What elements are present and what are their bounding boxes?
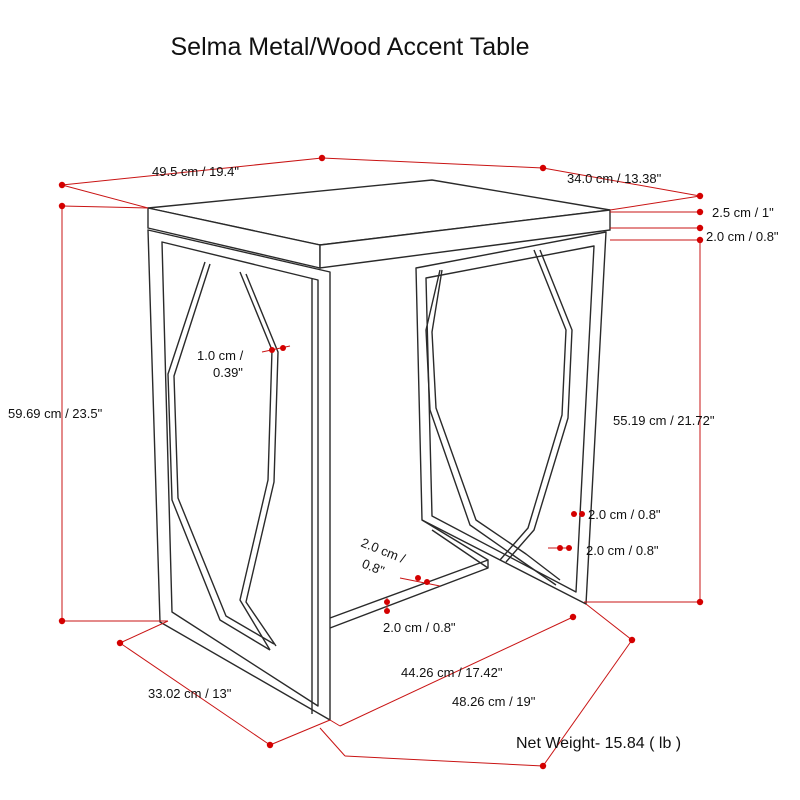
dimension-lines xyxy=(58,154,704,770)
back-side-frame xyxy=(415,231,607,605)
net-weight: Net Weight- 15.84 ( lb ) xyxy=(516,735,681,752)
dimension-labels: 49.5 cm / 19.4" 34.0 cm / 13.38" 2.5 cm … xyxy=(8,164,779,709)
label-base-outer-width: 48.26 cm / 19" xyxy=(452,694,536,709)
label-frame-angled-line2: 0.8" xyxy=(360,556,387,579)
base-rail xyxy=(329,519,489,629)
label-top-width: 49.5 cm / 19.4" xyxy=(152,164,239,179)
label-frame-bottom: 2.0 cm / 0.8" xyxy=(383,620,456,635)
front-side-frame xyxy=(147,229,331,721)
table-top xyxy=(147,179,611,269)
label-frame-right-a: 2.0 cm / 0.8" xyxy=(588,507,661,522)
label-overall-height: 59.69 cm / 23.5" xyxy=(8,406,103,421)
label-leg-height: 55.19 cm / 21.72" xyxy=(613,413,715,428)
label-rod-line1: 1.0 cm / xyxy=(197,348,244,363)
label-base-inner-width: 44.26 cm / 17.42" xyxy=(401,665,503,680)
label-top-depth: 34.0 cm / 13.38" xyxy=(567,171,662,186)
page-title: Selma Metal/Wood Accent Table xyxy=(171,33,530,61)
label-rod-line2: 0.39" xyxy=(213,365,243,380)
table-illustration xyxy=(147,179,611,721)
label-base-depth: 33.02 cm / 13" xyxy=(148,686,232,701)
label-top-thickness: 2.5 cm / 1" xyxy=(712,205,774,220)
label-apron: 2.0 cm / 0.8" xyxy=(706,229,779,244)
label-frame-right-b: 2.0 cm / 0.8" xyxy=(586,543,659,558)
